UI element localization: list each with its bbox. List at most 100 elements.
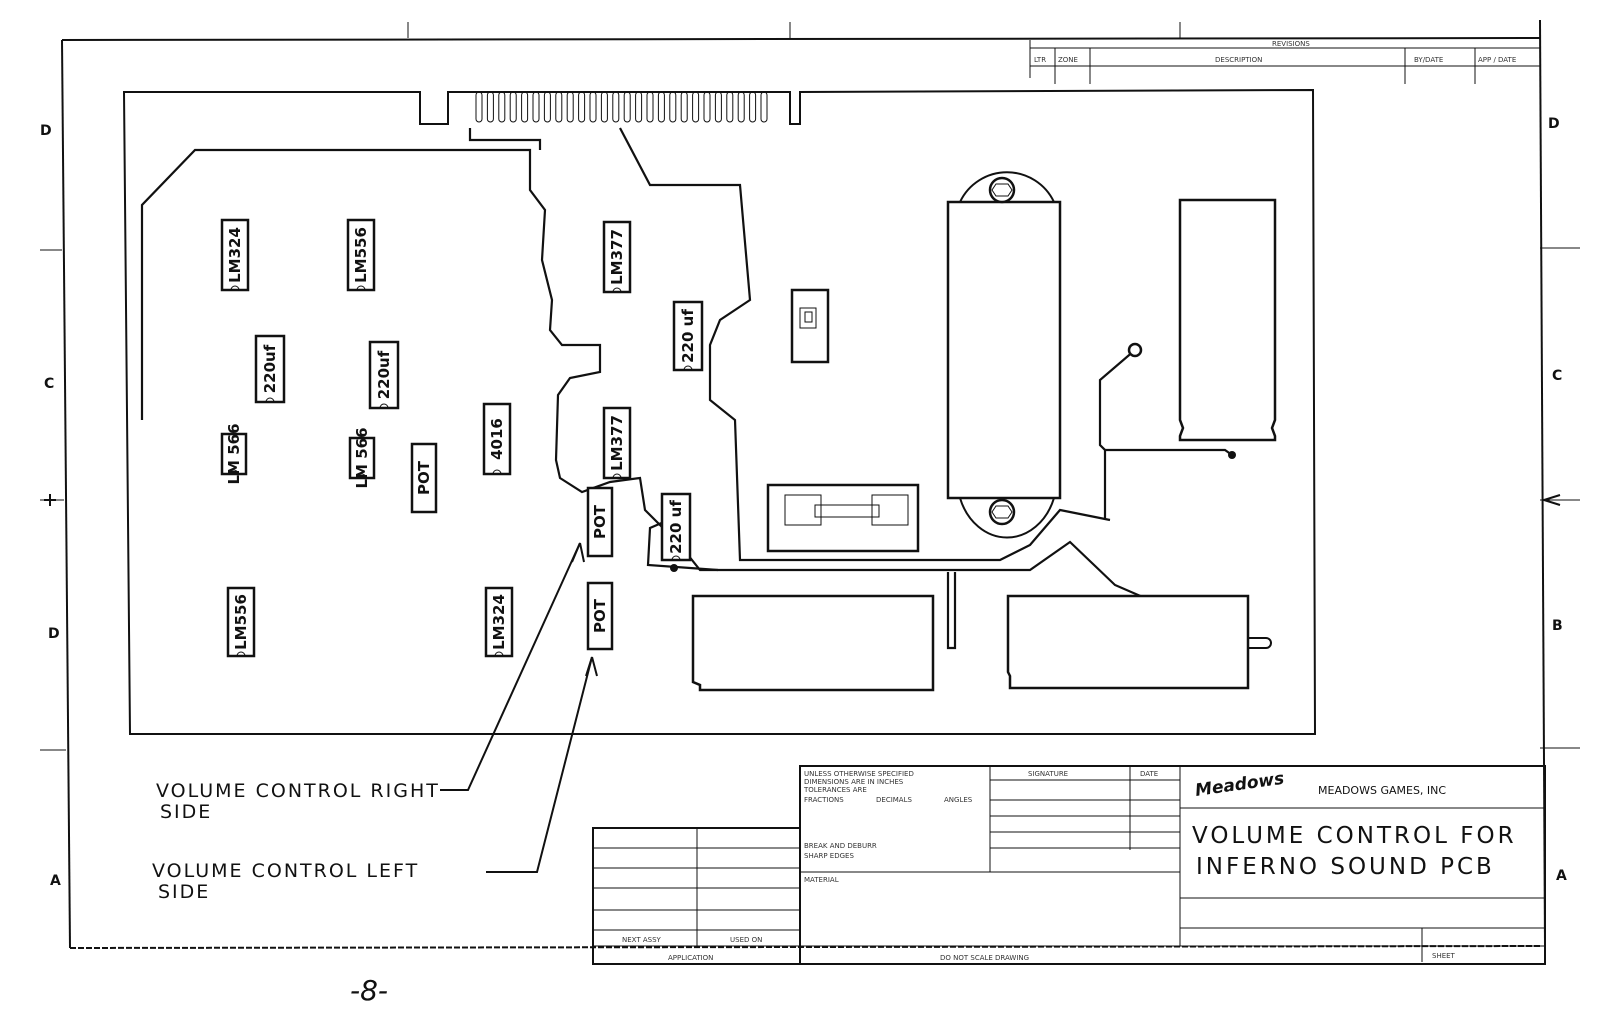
- page-number: -8-: [350, 974, 388, 1007]
- component-label: 220uf: [375, 350, 393, 399]
- component-label: LM324: [490, 594, 508, 650]
- component-c4: 220 uf: [660, 492, 692, 562]
- component-u6: 4016: [482, 402, 512, 476]
- callout-left-line1: VOLUME CONTROL LEFT: [152, 860, 419, 882]
- component-u1: LM324: [220, 218, 250, 292]
- connector-finger: [635, 91, 643, 123]
- component-body: [410, 442, 438, 514]
- company-name: MEADOWS GAMES, INC: [1318, 784, 1446, 797]
- component-body: [220, 218, 250, 292]
- zone-letter-b-right: B: [1552, 618, 1563, 634]
- transformer-body: [946, 200, 1062, 500]
- component-body: [254, 334, 286, 404]
- connector-finger: [578, 91, 586, 123]
- component-label: LM377: [608, 229, 626, 285]
- revision-block: REVISIONS LTR ZONE DESCRIPTION BY/DATE A…: [1029, 40, 1540, 84]
- component-u3: LM377: [602, 220, 632, 294]
- component-u7: LM377: [602, 406, 632, 480]
- component-body: [226, 586, 256, 658]
- zone-letter-c-right: C: [1552, 368, 1562, 384]
- component-label: LM 566: [225, 423, 243, 484]
- component-label: POT: [591, 504, 609, 539]
- revision-zone: ZONE: [1058, 56, 1078, 64]
- connector-finger: [657, 91, 665, 123]
- connector-finger: [680, 91, 688, 123]
- component-label: POT: [591, 598, 609, 633]
- connector-finger: [714, 91, 722, 123]
- component-body: [348, 436, 376, 480]
- fuse-holder: [766, 483, 920, 553]
- company-logo: Meadows: [1194, 769, 1286, 801]
- fuse-tube: [814, 504, 880, 518]
- connector-finger: [760, 91, 768, 123]
- component-body: [660, 492, 692, 562]
- filter-capacitor: [1178, 198, 1277, 442]
- component-label: LM377: [608, 415, 626, 471]
- component-label: 4016: [488, 418, 506, 460]
- switch-actuator: [799, 307, 817, 329]
- component-label: LM556: [352, 227, 370, 283]
- title-block: UNLESS OTHERWISE SPECIFIED DIMENSIONS AR…: [592, 765, 1546, 965]
- component-body: [602, 406, 632, 480]
- component-r1: POT: [410, 442, 438, 514]
- component-notch: [229, 469, 239, 475]
- switch-body: [790, 288, 830, 364]
- connector-finger: [612, 91, 620, 123]
- component-notch: [494, 651, 504, 657]
- next-assy-label: NEXT ASSY: [622, 936, 662, 944]
- screw-icon: [988, 498, 1016, 526]
- tolerance-note-3: TOLERANCES ARE: [803, 786, 867, 794]
- component-body: [586, 486, 614, 558]
- connector-finger: [749, 91, 757, 123]
- connector-finger: [623, 91, 631, 123]
- connector-finger: [600, 91, 608, 123]
- component-body: [484, 586, 514, 658]
- via-icon: [670, 564, 678, 572]
- connector-finger: [521, 91, 529, 123]
- component-label: 220uf: [261, 344, 279, 393]
- component-notch: [683, 365, 693, 371]
- component-u5: LM 566: [348, 427, 376, 489]
- component-label: 220 uf: [667, 500, 685, 554]
- component-label: LM324: [226, 227, 244, 283]
- connector-finger: [475, 91, 483, 123]
- signature-header: SIGNATURE: [1028, 770, 1068, 778]
- component-r3: POT: [586, 581, 614, 651]
- fuse-clip-left: [784, 494, 822, 526]
- revision-ltr: LTR: [1034, 56, 1046, 64]
- component-body: [672, 300, 704, 372]
- callout-right-line1: VOLUME CONTROL RIGHT: [156, 780, 440, 802]
- connector-finger: [669, 91, 677, 123]
- component-label: 220 uf: [679, 309, 697, 363]
- component-notch: [379, 403, 389, 409]
- solder-pad-icon: [1127, 342, 1143, 358]
- fuse-clip-right: [871, 494, 909, 526]
- revision-description: DESCRIPTION: [1215, 56, 1262, 64]
- tolerance-angles: ANGLES: [944, 796, 973, 804]
- revision-title: REVISIONS: [1272, 40, 1310, 48]
- component-notch: [671, 555, 681, 561]
- revision-by-date: BY/DATE: [1414, 56, 1443, 64]
- large-parts: [691, 171, 1277, 692]
- tolerance-fraction: FRACTIONS: [804, 796, 844, 804]
- tolerance-note-2: DIMENSIONS ARE IN INCHES: [804, 778, 904, 786]
- zone-letter-d-right: D: [1548, 116, 1560, 132]
- callout-right-line2: SIDE: [160, 801, 212, 823]
- drawing-title-line1: VOLUME CONTROL FOR: [1192, 823, 1517, 849]
- component-notch: [492, 469, 502, 475]
- do-not-scale-note: DO NOT SCALE DRAWING: [940, 954, 1029, 962]
- connector-finger: [486, 91, 494, 123]
- component-c3: 220uf: [368, 340, 400, 410]
- component-notch: [265, 397, 275, 403]
- connector-finger: [566, 91, 574, 123]
- callout-left-line2: SIDE: [158, 881, 210, 903]
- connector-finger: [737, 91, 745, 123]
- zone-letter-d-left: D: [40, 123, 52, 139]
- component-body: [220, 432, 248, 476]
- component-notch: [357, 473, 367, 479]
- component-body: [482, 402, 512, 476]
- sharp-edges-note: SHARP EDGES: [804, 852, 854, 860]
- connector-finger: [498, 91, 506, 123]
